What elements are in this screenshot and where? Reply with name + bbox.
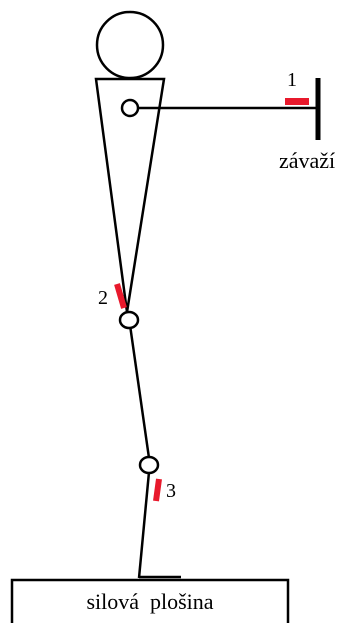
label-platform: silová plošina (86, 589, 213, 614)
hip-joint (118, 310, 140, 330)
label-marker-1: 1 (287, 69, 297, 91)
marker-1 (285, 98, 309, 105)
force-platform (10, 578, 290, 623)
head-circle (95, 10, 165, 80)
knee-joint (138, 455, 160, 475)
shoulder-joint (120, 98, 140, 118)
marker-2 (114, 283, 127, 309)
shank-line (137, 471, 151, 579)
marker-3 (153, 478, 162, 502)
label-marker-3: 3 (166, 480, 176, 502)
thigh-line (128, 324, 151, 459)
label-marker-2: 2 (98, 287, 108, 309)
label-weight: závaží (279, 148, 335, 173)
torso-triangle (94, 77, 166, 313)
